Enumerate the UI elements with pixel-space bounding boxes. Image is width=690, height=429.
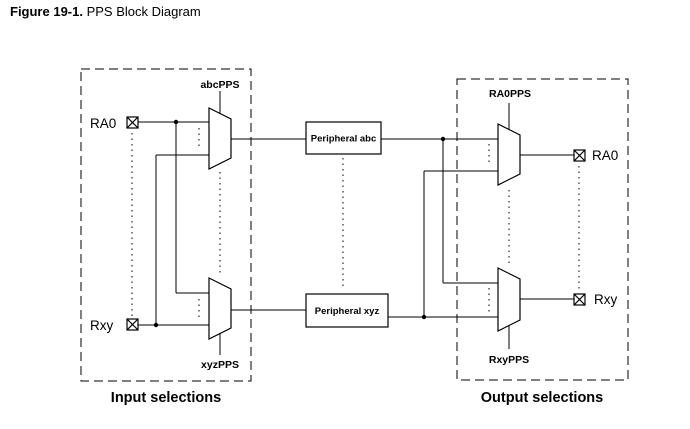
select-label-ra0pps: RA0PPS xyxy=(489,88,531,100)
input-selections-box xyxy=(80,68,252,382)
input-pin-rxy xyxy=(126,318,139,331)
select-label-xyzpps: xyzPPS xyxy=(201,359,239,371)
output-wiring xyxy=(381,138,498,318)
junction-dot xyxy=(440,136,446,142)
peripheral-xyz-box xyxy=(305,293,389,328)
output-selections-label: Output selections xyxy=(481,390,603,406)
mux-abc xyxy=(208,107,232,170)
mux-rxy xyxy=(497,267,521,332)
mux-xyz xyxy=(208,277,232,340)
output-pin-rxy xyxy=(573,293,586,306)
mux-ra0 xyxy=(497,123,521,186)
input-pin-rxy-label: Rxy xyxy=(90,318,113,333)
select-label-abcpps: abcPPS xyxy=(200,79,239,91)
output-selections-box xyxy=(456,78,629,381)
figure-caption: Figure 19-1. PPS Block Diagram xyxy=(10,4,201,19)
input-pin-ra0 xyxy=(126,116,139,129)
peripheral-xyz-label: Peripheral xyz xyxy=(315,306,380,317)
figure-number: Figure 19-1. xyxy=(10,4,83,19)
peripheral-abc-box xyxy=(305,121,382,155)
input-pin-ra0-label: RA0 xyxy=(90,116,116,131)
output-pin-ra0 xyxy=(573,149,586,162)
junction-dot xyxy=(153,322,159,328)
input-wiring xyxy=(138,121,209,326)
figure-title: PPS Block Diagram xyxy=(86,4,201,19)
output-pin-ra0-label: RA0 xyxy=(592,148,618,163)
peripheral-abc-label: Peripheral abc xyxy=(311,134,376,145)
input-selections-label: Input selections xyxy=(111,390,221,406)
select-label-rxypps: RxyPPS xyxy=(489,354,529,366)
junction-dot xyxy=(421,314,427,320)
junction-dot xyxy=(173,119,179,125)
output-pin-rxy-label: Rxy xyxy=(594,292,617,307)
